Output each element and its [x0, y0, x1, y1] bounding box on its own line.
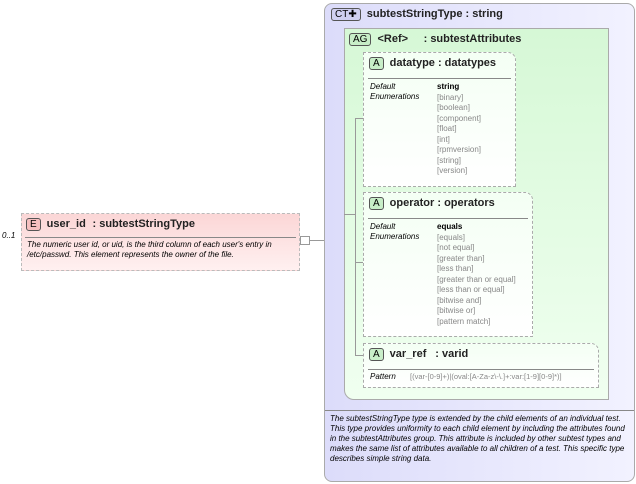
enum: [greater than or equal]	[437, 274, 516, 284]
attr-name: var_ref	[389, 348, 427, 360]
enum: [string]	[437, 155, 462, 165]
enum: [not equal]	[437, 243, 475, 252]
pattern-value: [(var-[0-9]+)|(oval:[A-Za-z\-\.]+:var:[1…	[410, 372, 562, 381]
enum-label: Enumerations	[370, 92, 420, 101]
attr-name: operator : operators	[389, 197, 495, 209]
enum: [equals]	[437, 232, 466, 242]
element-badge: E	[26, 218, 41, 231]
default-label: Default	[370, 222, 396, 231]
ct-name: subtestStringType : string	[366, 8, 503, 20]
attr-type: : varid	[435, 348, 469, 360]
ct-badge: CT✚	[331, 8, 361, 21]
enum: [bitwise and]	[437, 295, 482, 305]
enum: [less than]	[437, 264, 474, 273]
enum: [rpmversion]	[437, 145, 482, 154]
enum: [boolean]	[437, 103, 470, 112]
enum: [version]	[437, 166, 468, 175]
element-doc: The numeric user id, or uid, is the thir…	[27, 240, 272, 259]
attr-badge: A	[369, 348, 384, 361]
default-label: Default	[370, 82, 396, 91]
enum: [int]	[437, 134, 450, 144]
cardinality: 0..1	[2, 231, 16, 240]
attr-name: datatype : datatypes	[389, 57, 497, 69]
enum: [bitwise or]	[437, 306, 476, 315]
attr-badge: A	[369, 57, 384, 70]
default-value: string	[437, 82, 460, 91]
element-type: : subtestStringType	[92, 218, 195, 230]
ag-name: : subtestAttributes	[423, 33, 522, 45]
enum: [float]	[437, 124, 457, 133]
enum: [pattern match]	[437, 316, 491, 326]
ag-ref: <Ref>	[377, 33, 409, 45]
enum: [greater than]	[437, 253, 485, 263]
enum: [less than or equal]	[437, 285, 505, 294]
element-name: user_id	[46, 218, 86, 230]
default-value: equals	[437, 222, 463, 231]
ag-badge: AG	[349, 33, 372, 46]
plus-icon: ✚	[348, 9, 357, 20]
attr-badge: A	[369, 197, 384, 210]
pattern-label: Pattern	[370, 372, 396, 381]
enum: [binary]	[437, 92, 464, 102]
enum-label: Enumerations	[370, 232, 420, 241]
ct-doc: The subtestStringType type is extended b…	[330, 414, 625, 463]
enum: [component]	[437, 113, 482, 123]
